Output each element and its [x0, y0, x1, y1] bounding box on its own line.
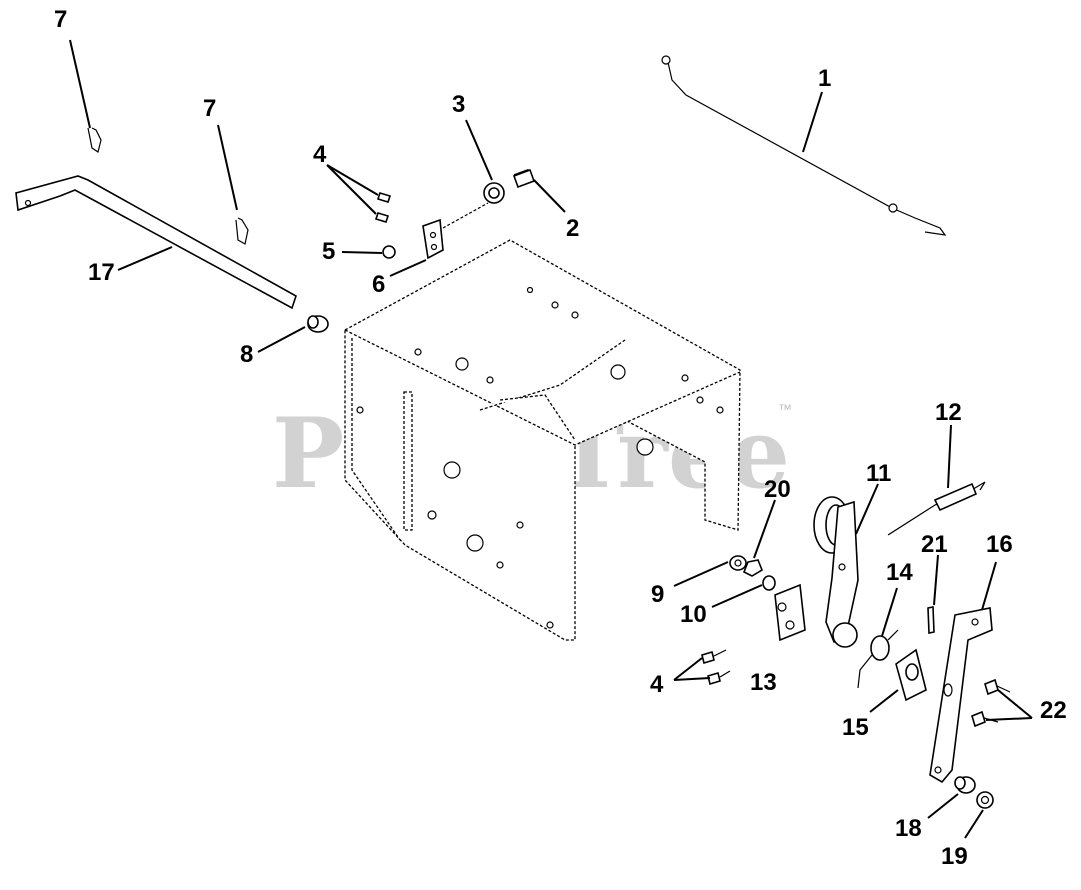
callout-9: 9 — [651, 581, 664, 608]
callout-16: 16 — [986, 531, 1013, 558]
part-nut-5 — [382, 245, 396, 259]
callout-4-upper: 4 — [313, 141, 327, 168]
part-spring-12 — [887, 481, 986, 536]
callout-14: 14 — [886, 559, 913, 586]
callout-3: 3 — [452, 91, 465, 118]
part-pin-21 — [927, 606, 935, 634]
part-mount-plate-13 — [774, 583, 806, 642]
leader-lines — [69, 39, 1033, 839]
part-lever-16 — [929, 607, 993, 784]
callout-12: 12 — [935, 399, 962, 426]
part-screws-4-upper — [374, 192, 392, 223]
part-bracket-6 — [422, 202, 489, 260]
callout-7-middle: 7 — [203, 95, 216, 122]
callout-13: 13 — [750, 669, 777, 696]
callouts: 1 2 3 4 5 6 7 7 8 9 10 11 12 13 14 15 16… — [54, 6, 1067, 870]
part-screws-22 — [971, 678, 1011, 728]
part-nut-19 — [976, 791, 994, 809]
part-handle-rod-17 — [15, 175, 297, 310]
watermark-trademark: ™ — [778, 401, 792, 417]
callout-6: 6 — [372, 271, 385, 298]
part-hub-plate-15 — [895, 648, 927, 702]
callout-18: 18 — [895, 815, 922, 842]
part-lock-washer-10 — [762, 575, 776, 591]
part-clips-7 — [87, 127, 249, 245]
callout-5: 5 — [322, 238, 335, 265]
part-bushing-8 — [307, 315, 329, 333]
callout-21: 21 — [921, 531, 948, 558]
callout-2: 2 — [566, 215, 579, 242]
part-screws-4-lower — [701, 649, 731, 686]
callout-20: 20 — [764, 476, 791, 503]
callout-19: 19 — [941, 843, 968, 870]
callout-10: 10 — [680, 601, 707, 628]
part-torsion-spring-14 — [857, 629, 899, 689]
callout-4-lower: 4 — [650, 671, 664, 698]
callout-15: 15 — [842, 714, 869, 741]
frame-housing — [344, 239, 741, 641]
callout-7-left: 7 — [54, 6, 67, 33]
callout-8: 8 — [240, 341, 253, 368]
part-bearing-3 — [483, 182, 505, 204]
callout-11: 11 — [866, 460, 891, 487]
part-spacer-18 — [954, 776, 976, 794]
part-bolt-2 — [512, 168, 536, 189]
callout-22: 22 — [1040, 697, 1067, 724]
part-washer-9 — [729, 555, 747, 571]
part-rod-1 — [661, 55, 947, 236]
callout-17: 17 — [88, 259, 115, 286]
part-pulley-arm-11 — [813, 496, 859, 648]
part-nut-20 — [742, 559, 763, 577]
callout-1: 1 — [818, 65, 831, 92]
